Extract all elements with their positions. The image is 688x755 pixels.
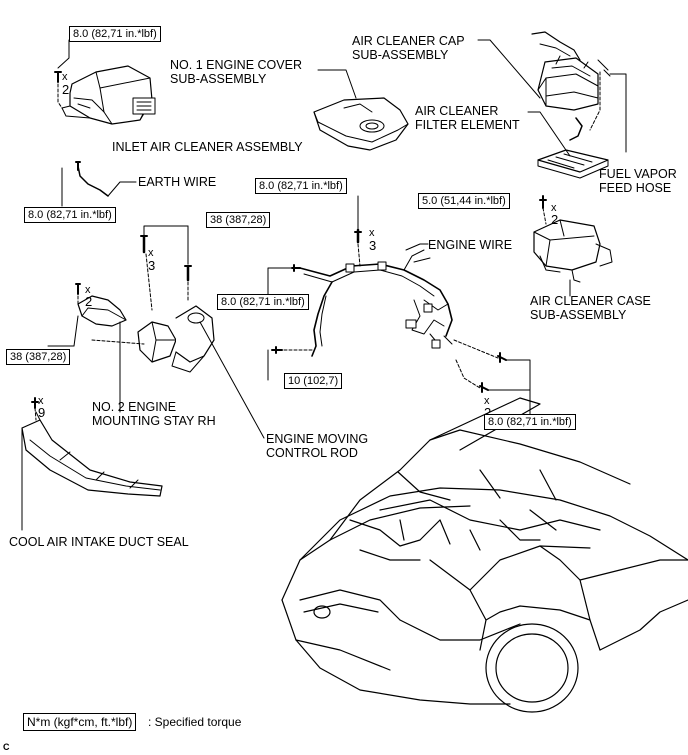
label-fuel-vapor-feed-hose-2: FEED HOSE (599, 181, 672, 195)
qty-x-case: x (551, 202, 557, 214)
label-air-cleaner-case-2: SUB-ASSEMBLY (530, 308, 627, 322)
engine-wire-harness (299, 249, 453, 357)
qty-n-control-rod: 3 (148, 258, 156, 273)
qty-x-control-rod: x (148, 247, 154, 259)
earth-wire (77, 165, 109, 197)
qty-x-seal: x (38, 395, 44, 407)
qty-n-inlet: 2 (62, 82, 70, 97)
label-inlet-air-cleaner-assembly: INLET AIR CLEANER ASSEMBLY (112, 140, 303, 154)
qty-x-wire-right: x (484, 395, 490, 407)
torque-mounting-stay: 38 (387,28) (6, 349, 71, 365)
no1-engine-cover (313, 97, 409, 151)
qty-n-wire-top: 3 (369, 238, 377, 253)
qty-x-wire-top: x (369, 227, 375, 239)
no2-engine-mounting-stay (77, 295, 127, 327)
air-cleaner-case (533, 219, 613, 283)
qty-n-stay: 2 (85, 294, 93, 309)
cool-air-intake-duct-seal (21, 411, 163, 497)
label-engine-moving-control-rod-1: ENGINE MOVING (266, 432, 369, 446)
label-air-cleaner-filter-1: AIR CLEANER (415, 104, 499, 118)
torque-control-rod: 38 (387,28) (206, 212, 271, 228)
torque-air-cleaner-case: 5.0 (51,44 in.*lbf) (418, 193, 510, 209)
qty-n-wire-right: 2 (484, 405, 492, 420)
qty-x-stay: x (85, 284, 91, 296)
torque-engine-wire-right: 8.0 (82,71 in.*lbf) (484, 414, 576, 430)
air-cleaner-filter-element (537, 149, 609, 179)
torque-engine-wire-left: 8.0 (82,71 in.*lbf) (217, 294, 309, 310)
label-air-cleaner-case-1: AIR CLEANER CASE (530, 294, 651, 308)
qty-n-seal: 9 (38, 405, 46, 420)
label-cool-air-intake-duct-seal: COOL AIR INTAKE DUCT SEAL (9, 535, 189, 549)
label-air-cleaner-cap-1: AIR CLEANER CAP (352, 34, 465, 48)
label-earth-wire: EARTH WIRE (138, 175, 217, 189)
vehicle-front-illustration (281, 397, 688, 713)
torque-engine-wire-bottom: 10 (102,7) (284, 373, 343, 389)
label-no2-engine-mounting-stay-1: NO. 2 ENGINE (92, 400, 177, 414)
qty-n-case: 2 (551, 212, 559, 227)
corner-mark: C (3, 742, 10, 752)
torque-earth-wire: 8.0 (82,71 in.*lbf) (24, 207, 116, 223)
inlet-air-cleaner-assembly (61, 65, 156, 125)
air-cleaner-cap (531, 31, 599, 111)
qty-x-inlet: x (62, 71, 68, 83)
legend-torque-unit: N*m (kgf*cm, ft.*lbf) (23, 713, 137, 731)
bolt-inlet (54, 71, 62, 83)
engine-moving-control-rod (137, 305, 215, 373)
label-air-cleaner-filter-2: FILTER ELEMENT (415, 118, 520, 132)
torque-engine-wire-top: 8.0 (82,71 in.*lbf) (255, 178, 347, 194)
legend-description: : Specified torque (148, 715, 242, 729)
label-no2-engine-mounting-stay-2: MOUNTING STAY RH (92, 414, 216, 428)
label-fuel-vapor-feed-hose-1: FUEL VAPOR (599, 167, 677, 181)
label-no1-engine-cover-2: SUB-ASSEMBLY (170, 72, 267, 86)
label-engine-moving-control-rod-2: CONTROL ROD (266, 446, 358, 460)
label-engine-wire: ENGINE WIRE (428, 238, 513, 252)
label-no1-engine-cover-1: NO. 1 ENGINE COVER (170, 58, 302, 72)
label-air-cleaner-cap-2: SUB-ASSEMBLY (352, 48, 449, 62)
torque-inlet-air-cleaner: 8.0 (82,71 in.*lbf) (69, 26, 161, 42)
